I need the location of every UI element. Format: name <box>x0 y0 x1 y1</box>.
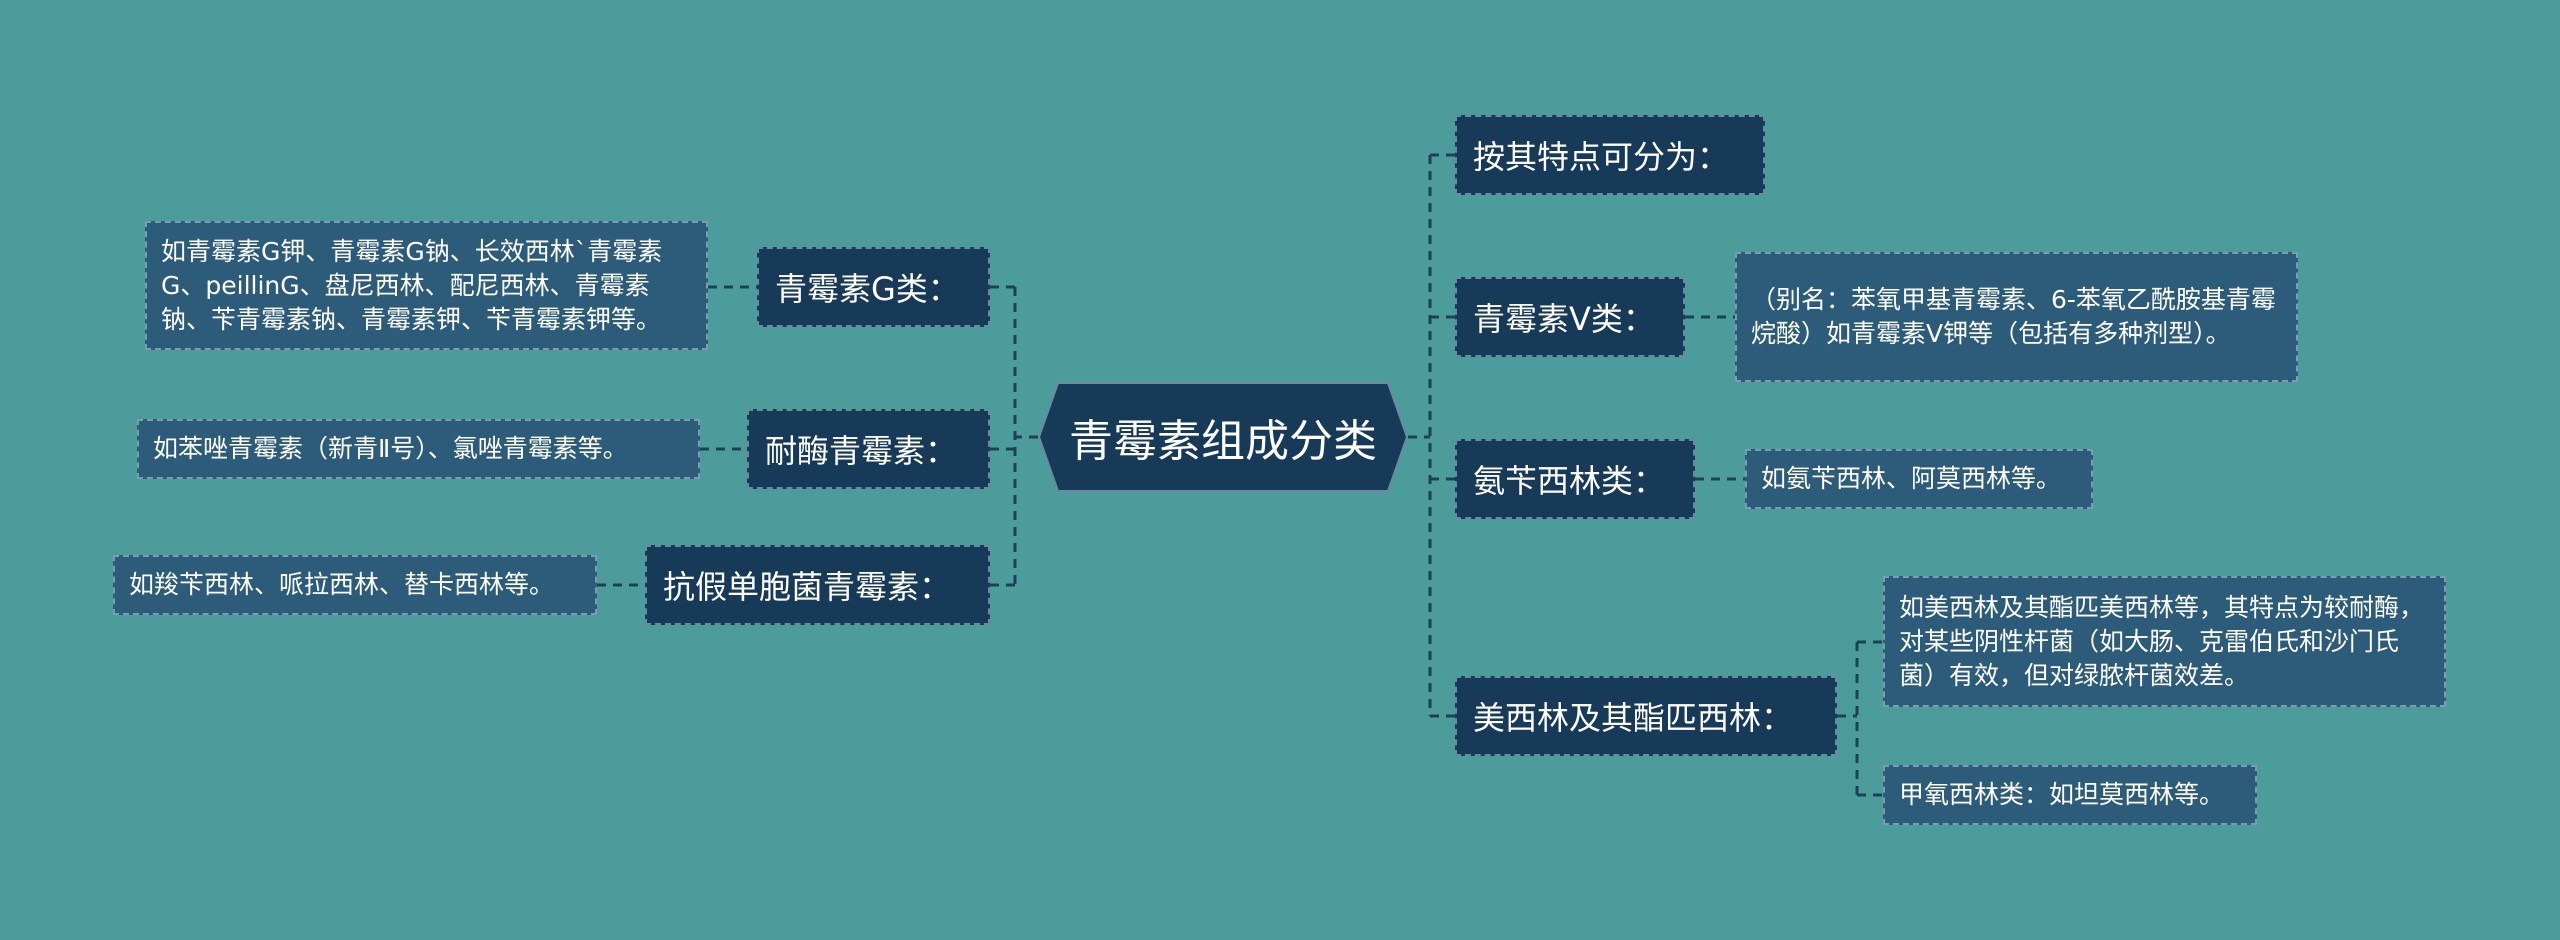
detail-antipseudomonal-penicillin[interactable]: 如羧苄西林、哌拉西林、替卡西林等。 <box>113 555 597 615</box>
branch-antipseudomonal-penicillin[interactable]: 抗假单胞菌青霉素： <box>645 545 990 625</box>
detail-penicillin-v[interactable]: （别名：苯氧甲基青霉素、6-苯氧乙酰胺基青霉烷酸）如青霉素V钾等（包括有多种剂型… <box>1735 252 2298 382</box>
branch-enzyme-resistant-penicillin[interactable]: 耐酶青霉素： <box>747 409 990 489</box>
detail-penicillin-g[interactable]: 如青霉素G钾、青霉素G钠、长效西林`青霉素G、peillinG、盘尼西林、配尼西… <box>145 221 708 350</box>
root-node-shape <box>1038 382 1408 492</box>
detail-ampicillin[interactable]: 如氨苄西林、阿莫西林等。 <box>1745 449 2093 509</box>
root-node[interactable]: 青霉素组成分类 <box>1069 416 1377 467</box>
branch-mecillinam[interactable]: 美西林及其酯匹西林： <box>1455 676 1837 756</box>
detail-methicillin[interactable]: 甲氧西林类：如坦莫西林等。 <box>1883 765 2257 825</box>
detail-enzyme-resistant-penicillin[interactable]: 如苯唑青霉素（新青Ⅱ号）、氯唑青霉素等。 <box>137 419 700 479</box>
detail-mecillinam-features[interactable]: 如美西林及其酯匹美西林等，其特点为较耐酶，对某些阴性杆菌（如大肠、克雷伯氏和沙门… <box>1883 576 2446 707</box>
branch-ampicillin[interactable]: 氨苄西林类： <box>1455 439 1695 519</box>
branch-classification-by-feature[interactable]: 按其特点可分为： <box>1455 115 1765 195</box>
branch-penicillin-g[interactable]: 青霉素G类： <box>757 247 990 327</box>
branch-penicillin-v[interactable]: 青霉素V类： <box>1455 277 1685 357</box>
